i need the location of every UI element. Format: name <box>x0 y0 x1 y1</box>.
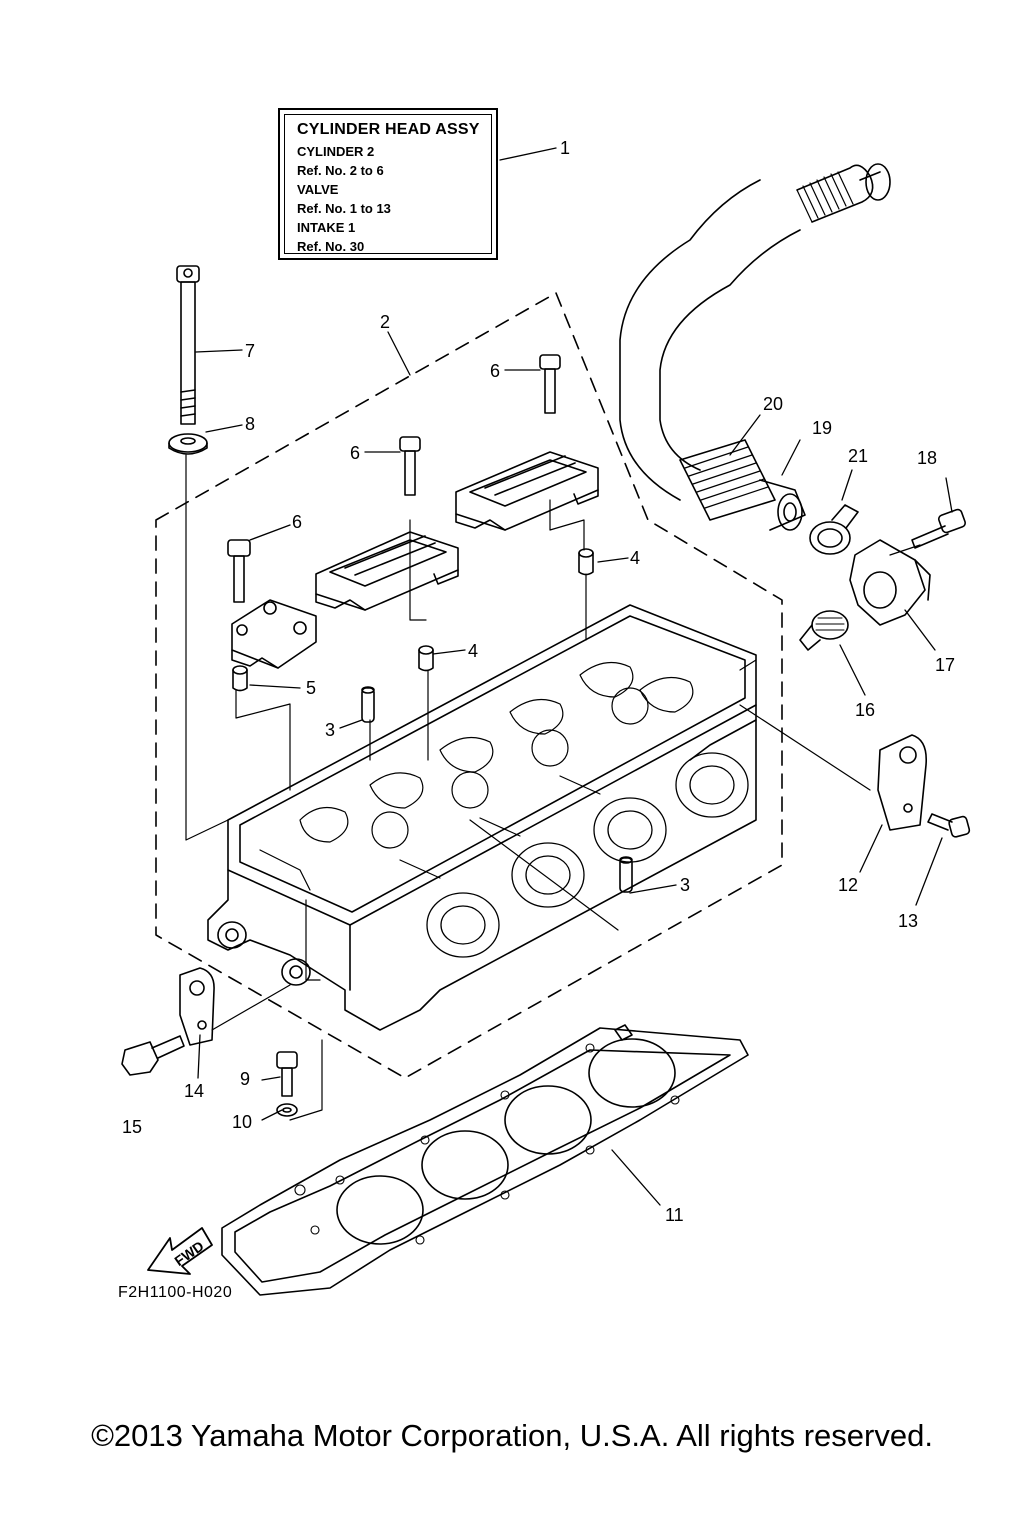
callout-2: 2 <box>380 312 390 332</box>
washer-10 <box>276 1103 298 1117</box>
dowel-pin-4-lower <box>418 645 434 672</box>
bolt-13 <box>927 813 971 838</box>
bolt-6-top <box>539 354 561 414</box>
callout-3-upper: 3 <box>325 720 335 740</box>
washer-8 <box>168 433 208 455</box>
bolt-9 <box>276 1051 298 1097</box>
callout-15: 15 <box>122 1117 142 1137</box>
callout-13: 13 <box>898 911 918 931</box>
callout-7: 7 <box>245 341 255 361</box>
callout-14: 14 <box>184 1081 204 1101</box>
camshaft-cap-upper <box>455 451 599 531</box>
callout-numbers: 1 2 3 3 4 4 5 6 6 6 7 8 9 10 11 12 13 14… <box>122 138 955 1225</box>
legend-line: VALVE <box>297 182 339 197</box>
callout-6-top: 6 <box>490 361 500 381</box>
camshaft-cap-lower <box>315 531 459 611</box>
legend-title: CYLINDER HEAD ASSY <box>297 121 480 138</box>
callout-21: 21 <box>848 446 868 466</box>
valve-guide-3-upper <box>361 686 375 723</box>
bolt-18 <box>911 508 967 549</box>
bolt-6-middle <box>399 436 421 496</box>
legend-line: Ref. No. 1 to 13 <box>297 201 391 216</box>
legend-line: CYLINDER 2 <box>297 144 375 159</box>
dowel-pin-5 <box>232 665 248 692</box>
callout-6-middle: 6 <box>350 443 360 463</box>
cylinder-head <box>207 604 757 1031</box>
bearing-cap-left <box>231 599 317 669</box>
legend-line: Ref. No. 2 to 6 <box>297 163 384 178</box>
callout-4-lower: 4 <box>468 641 478 661</box>
callout-19: 19 <box>812 418 832 438</box>
fwd-arrow <box>147 1227 213 1275</box>
valve-guide-3-lower <box>619 856 633 893</box>
assembly-legend-inner: CYLINDER HEAD ASSY CYLINDER 2 Ref. No. 2… <box>284 114 492 254</box>
thermostat-16 <box>799 610 849 651</box>
callout-1: 1 <box>560 138 570 158</box>
callout-18: 18 <box>917 448 937 468</box>
leader-lines <box>195 147 953 1206</box>
callout-20: 20 <box>763 394 783 414</box>
legend-line: INTAKE 1 <box>297 220 356 235</box>
copyright-notice: ©2013 Yamaha Motor Corporation, U.S.A. A… <box>91 1418 933 1453</box>
callout-6-left: 6 <box>292 512 302 532</box>
callout-5: 5 <box>306 678 316 698</box>
thermostat-cover-17 <box>849 539 931 626</box>
plate-12 <box>877 734 928 831</box>
callout-11: 11 <box>665 1205 684 1225</box>
callout-10: 10 <box>232 1112 252 1132</box>
legend-line: Ref. No. 30 <box>297 239 365 254</box>
bolt-15 <box>121 1035 185 1076</box>
callout-12: 12 <box>838 875 858 895</box>
long-bolt-7 <box>176 265 200 425</box>
dowel-pin-4-upper <box>578 548 594 576</box>
fwd-label: FWD <box>171 1238 206 1269</box>
plate-14 <box>179 967 215 1046</box>
callout-3-lower: 3 <box>680 875 690 895</box>
hose-19 <box>759 479 806 531</box>
callout-17: 17 <box>935 655 955 675</box>
callout-16: 16 <box>855 700 875 720</box>
assembly-legend: CYLINDER HEAD ASSY CYLINDER 2 Ref. No. 2… <box>278 108 498 260</box>
bolt-6-left <box>227 539 251 603</box>
callout-8: 8 <box>245 414 255 434</box>
assembly-lines <box>185 454 921 1121</box>
hose-20 <box>619 163 891 521</box>
callout-4-upper: 4 <box>630 548 640 568</box>
diagram-reference-code: F2H1100-H020 <box>118 1284 233 1301</box>
cylinder-head-gasket-11 <box>221 1024 749 1296</box>
hose-clamp-21 <box>809 504 859 555</box>
callout-9: 9 <box>240 1069 250 1089</box>
